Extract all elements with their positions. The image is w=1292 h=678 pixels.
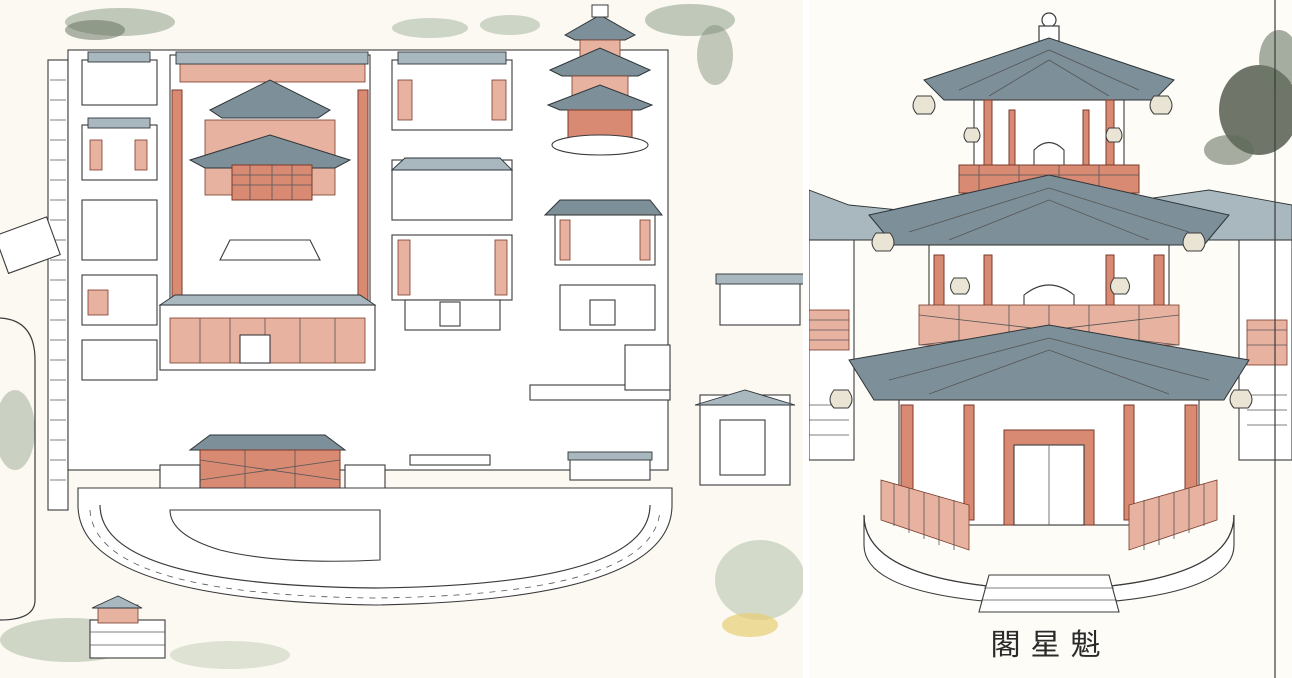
wind-bells xyxy=(829,95,1253,451)
top-roof-tiles xyxy=(958,49,1140,97)
west-bridge xyxy=(0,216,61,275)
shrubs-bottom xyxy=(0,390,803,669)
west-wall-stones xyxy=(50,79,66,481)
front-gate xyxy=(159,434,653,491)
kuixing-pavilion-drawing xyxy=(809,0,1292,678)
tree-top-center xyxy=(392,15,540,38)
small-pagoda xyxy=(546,4,654,156)
middle-roof xyxy=(868,174,1230,246)
west-stone-wall xyxy=(47,59,69,511)
tree-right xyxy=(1204,30,1292,165)
tree-top-left xyxy=(65,8,175,40)
east-halls xyxy=(390,51,514,331)
west-arch-fragment xyxy=(0,317,36,621)
balustrade xyxy=(880,479,1218,551)
east-side-buildings xyxy=(529,199,671,401)
pagoda-finial xyxy=(1038,12,1060,43)
semicircular-pond xyxy=(77,487,673,606)
tree-top-right xyxy=(645,4,735,85)
lower-roof xyxy=(848,324,1250,401)
main-pavilion-courtyard xyxy=(169,51,371,306)
platform xyxy=(863,514,1235,613)
panel-divider xyxy=(803,0,809,678)
west-side-buildings xyxy=(81,51,158,381)
top-roof xyxy=(923,37,1175,101)
kuixing-pavilion-illustration: 閣星魁 xyxy=(809,0,1292,678)
temple-complex-illustration xyxy=(0,0,803,678)
pavilion-caption: 閣星魁 xyxy=(990,628,1111,663)
bottom-gatehouse xyxy=(89,595,166,659)
middle-roof-tiles xyxy=(908,187,1190,241)
temple-complex-drawing xyxy=(0,4,803,669)
background-halls xyxy=(809,189,1292,461)
east-gate xyxy=(694,273,803,486)
lower-roof-tiles xyxy=(888,337,1210,395)
central-hall xyxy=(158,294,377,371)
